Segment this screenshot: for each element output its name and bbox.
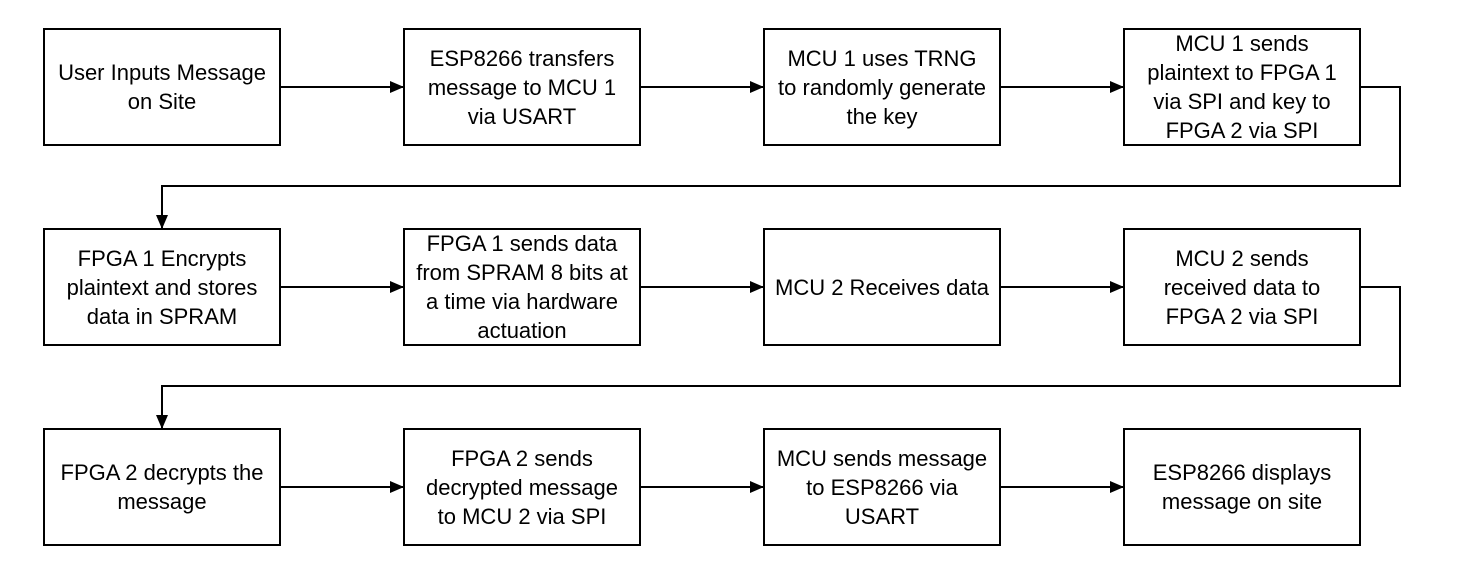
step-mcu1-sends-plaintext-and-key: MCU 1 sends plaintext to FPGA 1 via SPI …: [1123, 28, 1361, 146]
step-user-inputs-message: User Inputs Message on Site: [43, 28, 281, 146]
step-label: MCU sends message to ESP8266 via USART: [776, 445, 988, 529]
step-label: FPGA 2 decrypts the message: [60, 460, 264, 514]
step-mcu2-sends-to-fpga2: MCU 2 sends received data to FPGA 2 via …: [1123, 228, 1361, 346]
step-label: MCU 1 uses TRNG to randomly generate the…: [778, 45, 986, 129]
step-mcu1-generates-key: MCU 1 uses TRNG to randomly generate the…: [763, 28, 1001, 146]
step-label: ESP8266 transfers message to MCU 1 via U…: [427, 45, 617, 129]
step-label: FPGA 1 sends data from SPRAM 8 bits at a…: [416, 231, 628, 343]
step-label: FPGA 2 sends decrypted message to MCU 2 …: [426, 445, 618, 529]
step-label: User Inputs Message on Site: [58, 60, 266, 114]
step-label: FPGA 1 Encrypts plaintext and stores dat…: [66, 245, 258, 329]
arrow-n8-to-n9: [156, 286, 1401, 429]
step-fpga1-encrypts: FPGA 1 Encrypts plaintext and stores dat…: [43, 228, 281, 346]
arrow-n4-to-n5: [156, 86, 1401, 229]
step-esp8266-displays-message: ESP8266 displays message on site: [1123, 428, 1361, 546]
step-label: MCU 1 sends plaintext to FPGA 1 via SPI …: [1147, 31, 1337, 143]
step-fpga1-sends-data: FPGA 1 sends data from SPRAM 8 bits at a…: [403, 228, 641, 346]
step-fpga2-sends-decrypted: FPGA 2 sends decrypted message to MCU 2 …: [403, 428, 641, 546]
step-esp8266-transfers-message: ESP8266 transfers message to MCU 1 via U…: [403, 28, 641, 146]
step-mcu-sends-to-esp8266: MCU sends message to ESP8266 via USART: [763, 428, 1001, 546]
step-label: MCU 2 Receives data: [775, 274, 989, 300]
step-fpga2-decrypts: FPGA 2 decrypts the message: [43, 428, 281, 546]
step-label: ESP8266 displays message on site: [1152, 460, 1332, 514]
step-mcu2-receives-data: MCU 2 Receives data: [763, 228, 1001, 346]
step-label: MCU 2 sends received data to FPGA 2 via …: [1163, 245, 1321, 329]
